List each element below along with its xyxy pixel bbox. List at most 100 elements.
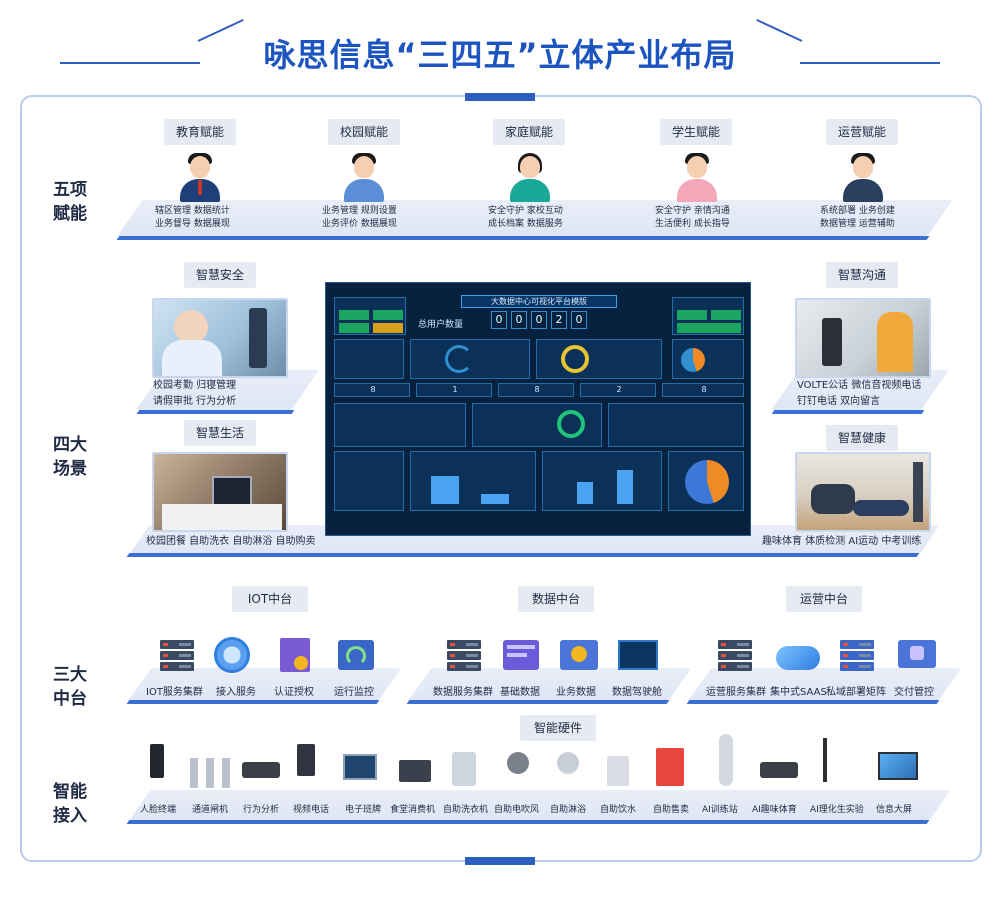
hw-label-15: 信息大屏 bbox=[876, 805, 913, 815]
canteen-terminal-shape bbox=[212, 476, 252, 506]
empower-family-line1: 安全守护 家校互动 bbox=[488, 206, 563, 216]
row-label-smart-l2: 接入 bbox=[53, 806, 87, 826]
dash-bar bbox=[431, 476, 459, 504]
operator-avatar-icon bbox=[840, 152, 886, 202]
dash-gauge-ring bbox=[557, 410, 585, 438]
avatar-head bbox=[687, 156, 707, 178]
dash-counter: 8 bbox=[662, 383, 744, 397]
dash-panel bbox=[536, 339, 662, 379]
row-label-four-l2: 场景 bbox=[53, 459, 87, 479]
frame-accent-bottom bbox=[465, 857, 535, 865]
digit-box: 0 bbox=[511, 311, 527, 329]
platform-edge bbox=[686, 700, 940, 704]
hw-label-1: 人脸终端 bbox=[140, 805, 177, 815]
scene-pill-comm: 智慧沟通 bbox=[826, 262, 898, 288]
private-deploy-icon bbox=[840, 640, 874, 673]
dashboard-screen: 大数据中心可视化平台模版 总用户数量 0 0 0 2 0 8 1 8 2 8 bbox=[325, 282, 751, 536]
dashboard-title: 大数据中心可视化平台模版 bbox=[461, 295, 617, 308]
health-text: 趣味体育 体质检测 AI运动 中考训练 bbox=[762, 536, 922, 547]
dash-panel bbox=[608, 403, 744, 447]
monitor-gauge-icon bbox=[338, 640, 374, 670]
student-face-shape bbox=[174, 310, 208, 344]
pushup-person-shape bbox=[853, 500, 909, 516]
ai-station-shape bbox=[913, 462, 923, 522]
hair-dryer-icon bbox=[507, 752, 529, 774]
digit-box: 2 bbox=[551, 311, 567, 329]
data-item-3: 业务数据 bbox=[556, 687, 596, 698]
title-line-left bbox=[60, 62, 200, 64]
data-item-2: 基础数据 bbox=[500, 687, 540, 698]
empower-edu-text: 辖区管理 数据统计 业务督导 数据展现 bbox=[155, 205, 230, 231]
hw-label-6: 食堂消费机 bbox=[390, 805, 436, 815]
empower-pill-campus: 校园赋能 bbox=[328, 119, 400, 145]
student-avatar-icon bbox=[674, 152, 720, 202]
vending-machine-icon bbox=[656, 748, 684, 786]
safety-photo bbox=[152, 298, 288, 378]
gate-post-icon bbox=[222, 758, 230, 788]
comm-line2: 钉钉电话 双向留言 bbox=[797, 396, 881, 407]
empower-ops-line1: 系统部署 业务创建 bbox=[820, 206, 895, 216]
data-server-icon bbox=[447, 640, 481, 673]
platform-edge bbox=[136, 410, 295, 414]
avatar-head bbox=[354, 156, 374, 178]
ops-item-3: 私域部署矩阵 bbox=[826, 687, 886, 698]
dashboard-digits: 0 0 0 2 0 bbox=[491, 311, 587, 329]
gauge-arc-icon bbox=[346, 646, 366, 666]
base-data-icon bbox=[503, 640, 539, 670]
dash-tile-yellow bbox=[373, 323, 403, 333]
dash-panel bbox=[672, 339, 744, 379]
bar-line-icon bbox=[507, 653, 527, 657]
avatar-head bbox=[520, 156, 540, 178]
ai-sport-camera-icon bbox=[760, 762, 798, 778]
hw-label-4: 视频电话 bbox=[293, 805, 330, 815]
dash-panel bbox=[410, 339, 530, 379]
sport-person-shape bbox=[811, 484, 855, 514]
dash-bar-panel bbox=[410, 451, 536, 511]
ops-item-1: 运营服务集群 bbox=[706, 687, 766, 698]
auth-certificate-icon bbox=[280, 638, 310, 672]
ops-item-2: 集中式SAAS bbox=[770, 687, 827, 698]
iot-item-1: IOT服务集群 bbox=[146, 687, 203, 698]
data-item-1: 数据服务集群 bbox=[433, 687, 493, 698]
server-cluster-icon bbox=[160, 640, 194, 673]
dash-tile-green bbox=[373, 310, 403, 320]
dash-tile-green bbox=[677, 310, 707, 320]
data-item-4: 数据驾驶舱 bbox=[612, 687, 662, 698]
dash-counter: 8 bbox=[334, 383, 410, 397]
health-photo bbox=[795, 452, 931, 532]
empower-pill-edu: 教育赋能 bbox=[164, 119, 236, 145]
teacher-avatar-icon bbox=[177, 152, 223, 202]
face-terminal-shape bbox=[249, 308, 267, 368]
empower-student-text: 安全守护 亲情沟通 生活便利 成长指导 bbox=[655, 205, 730, 231]
globe-icon bbox=[214, 637, 250, 673]
hw-label-10: 自助饮水 bbox=[600, 805, 637, 815]
scene-pill-health: 智慧健康 bbox=[826, 425, 898, 451]
row-label-smart: 智能 接入 bbox=[40, 780, 100, 828]
empower-pill-family: 家庭赋能 bbox=[493, 119, 565, 145]
dash-counter: 8 bbox=[498, 383, 574, 397]
row-label-three: 三大 中台 bbox=[40, 663, 100, 711]
scene-pill-safety: 智慧安全 bbox=[184, 262, 256, 288]
dash-ring-panel bbox=[472, 403, 602, 447]
avatar-body bbox=[344, 179, 384, 202]
shower-icon bbox=[557, 752, 579, 774]
empower-family-text: 安全守护 家校互动 成长档案 数据服务 bbox=[488, 205, 563, 231]
video-phone-icon bbox=[297, 744, 315, 776]
platform-edge bbox=[771, 410, 925, 414]
dash-counter-value: 2 bbox=[616, 385, 622, 394]
dash-bar bbox=[481, 494, 509, 504]
empower-ops-text: 系统部署 业务创建 数据管理 运营辅助 bbox=[820, 205, 895, 231]
ai-station-icon bbox=[719, 734, 733, 786]
camera-icon bbox=[242, 762, 280, 778]
life-photo bbox=[152, 452, 288, 532]
hw-label-14: AI理化生实验 bbox=[810, 805, 864, 815]
iot-item-3: 认证授权 bbox=[274, 687, 314, 698]
ops-item-4: 交付管控 bbox=[894, 687, 934, 698]
dash-gauge-ring bbox=[561, 345, 589, 373]
hw-label-9: 自助淋浴 bbox=[550, 805, 587, 815]
frame-accent-top bbox=[465, 93, 535, 101]
dashboard-visitor-label: 总用户数量 bbox=[418, 320, 464, 330]
life-text: 校园团餐 自助洗衣 自助淋浴 自助购卖 bbox=[146, 536, 316, 547]
cockpit-icon bbox=[618, 640, 658, 670]
digit-box: 0 bbox=[571, 311, 587, 329]
